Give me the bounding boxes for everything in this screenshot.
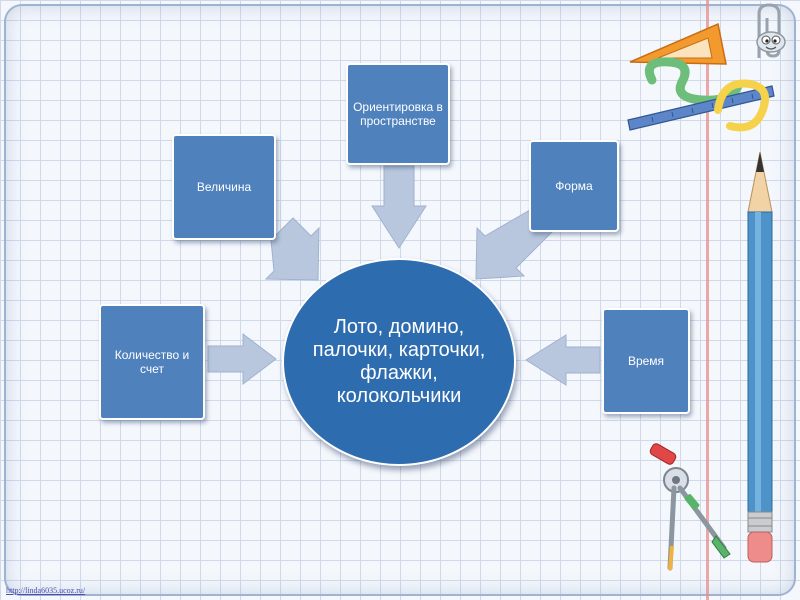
arrow-time	[525, 334, 601, 386]
clip-icon	[756, 3, 786, 58]
pencil-icon	[747, 151, 773, 563]
source-url[interactable]: http://linda6035.ucoz.ru/	[6, 586, 86, 595]
ruler-triangle-icon	[627, 22, 775, 132]
node-time: Время	[602, 308, 690, 414]
node-quantity-label: Количество и счет	[114, 348, 190, 376]
node-orientation-label: Ориентировка в пространстве	[353, 100, 443, 128]
node-time-label: Время	[627, 354, 665, 368]
arrow-orientation	[371, 165, 427, 249]
node-form: Форма	[529, 140, 619, 232]
center-node: Лото, домино, палочки, карточки, флажки,…	[282, 258, 516, 466]
node-size-label: Величина	[196, 180, 252, 194]
node-quantity: Количество и счет	[99, 304, 205, 420]
slide-frame	[4, 4, 796, 596]
node-size: Величина	[172, 134, 276, 240]
center-node-label: Лото, домино, палочки, карточки, флажки,…	[312, 316, 486, 407]
arrow-size	[264, 217, 320, 281]
node-form-label: Форма	[555, 179, 593, 193]
notebook-margin-line	[706, 0, 709, 600]
arrow-quantity	[207, 332, 277, 386]
compass-icon	[649, 443, 731, 571]
node-orientation: Ориентировка в пространстве	[346, 63, 450, 165]
